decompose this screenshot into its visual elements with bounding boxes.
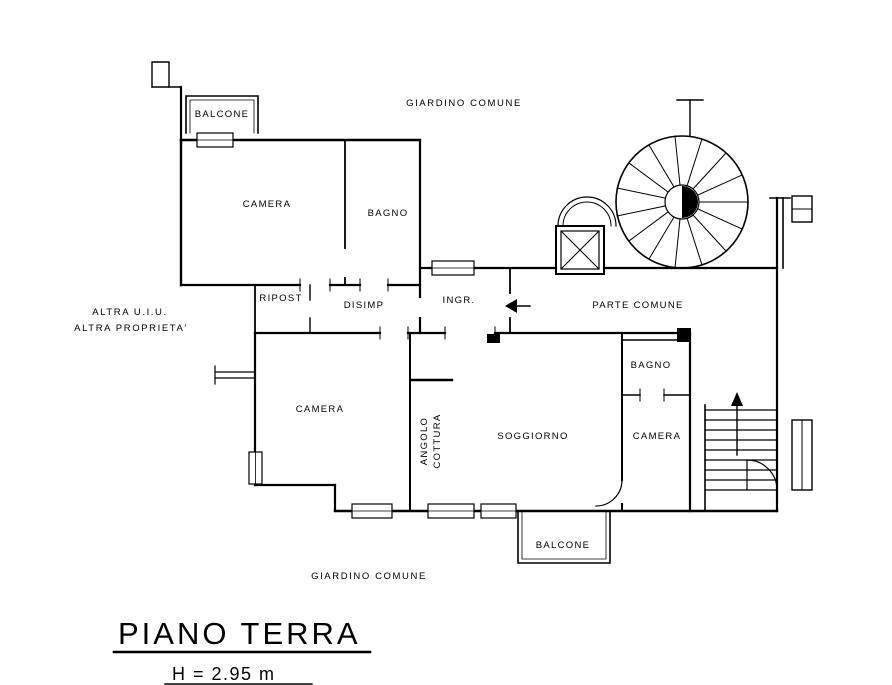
label-giardino-comune-top: GIARDINO COMUNE [406,98,522,109]
window-symbols [196,132,517,519]
arched-niche [557,196,617,227]
label-balcone-bottom: BALCONE [536,540,591,551]
entrance-arrow [505,299,517,313]
label-soggiorno: SOGGIORNO [497,431,568,442]
label-angolo-cottura-line1: ANGOLO [419,417,430,465]
label-ingresso: INGR. [443,295,476,306]
door-symbols [487,299,778,507]
label-altra-proprieta: ALTRA PROPRIETA' [74,323,188,334]
label-camera-right: CAMERA [633,431,681,442]
elevator [555,196,617,275]
label-camera-top: CAMERA [243,199,291,210]
ceiling-height: H = 2.95 m [172,664,276,684]
label-altra-uiu: ALTRA U.I.U. [92,307,168,318]
door-ticks [299,278,665,402]
spiral-staircase [615,99,749,269]
label-ripost: RIPOST [259,293,302,304]
label-angolo-cottura-line2: COTTURA [432,413,443,468]
pillar [677,328,691,342]
label-parte-comune: PARTE COMUNE [592,300,683,311]
floor-title: PIANO TERRA [118,616,361,651]
label-giardino-comune-bottom: GIARDINO COMUNE [311,571,427,582]
title-block: PIANO TERRA H = 2.95 m [112,616,372,685]
label-camera-left: CAMERA [296,404,344,415]
spiral-core [682,186,698,218]
walls [151,61,813,513]
label-disimp: DISIMP [344,300,385,311]
label-balcone-top: BALCONE [195,109,250,120]
label-bagno-top: BAGNO [368,208,409,219]
balcony-bottom [517,510,611,564]
door-leaf [487,334,500,343]
balcony-top [185,95,259,134]
labels: BALCONE GIARDINO COMUNE CAMERA BAGNO RIP… [74,98,683,582]
straight-staircase [704,392,778,491]
label-bagno-right: BAGNO [631,360,672,371]
